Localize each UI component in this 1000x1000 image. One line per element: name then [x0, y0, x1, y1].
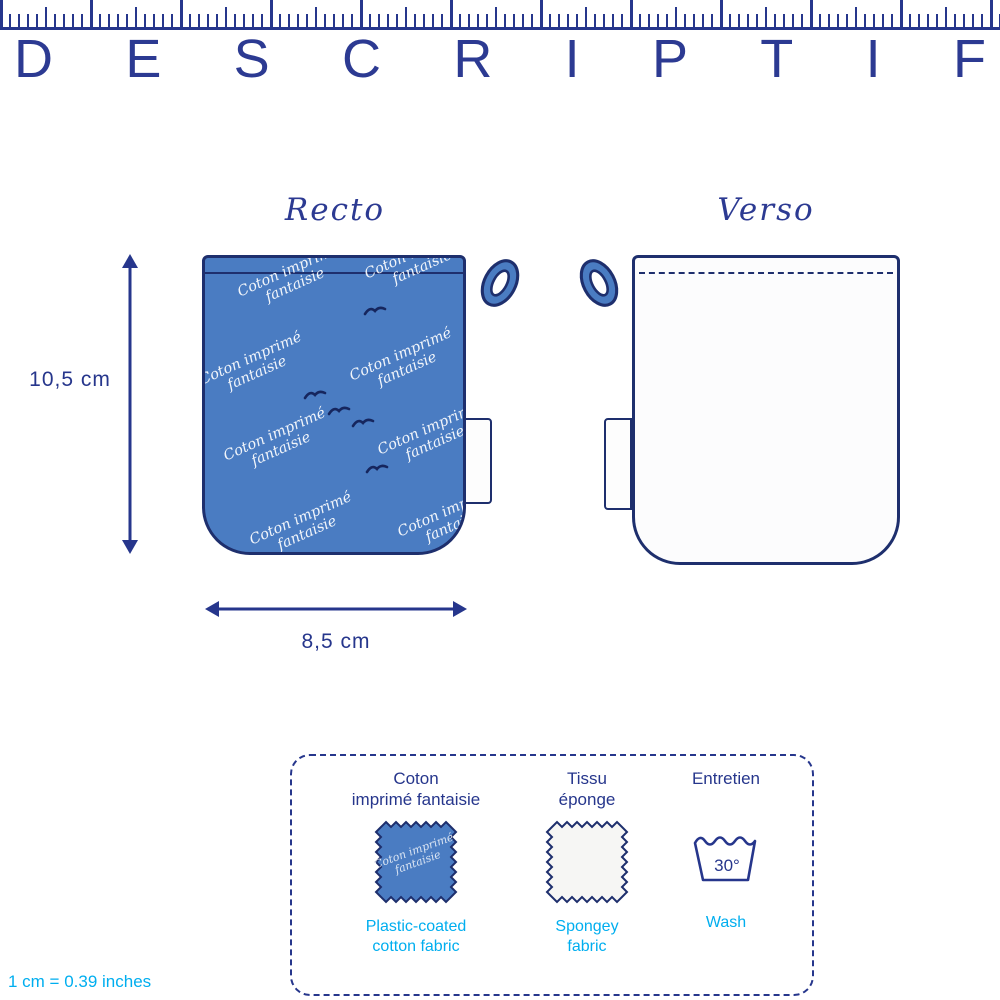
care-title: Entretien: [691, 769, 761, 788]
bird-icon: [365, 464, 389, 474]
page-title: D E S C R I P T I F: [14, 29, 986, 89]
recto-brand-tag: [464, 418, 492, 504]
material-title: Coton imprimé fantaisie: [351, 769, 481, 810]
sponge-swatch-icon: [544, 819, 630, 905]
ruler-large-ticks: [0, 0, 1000, 27]
pattern-text: Coton imprimé fantaisie: [221, 405, 329, 470]
bird-icon: [351, 418, 375, 428]
height-dimension-label: 10,5 cm: [29, 368, 111, 391]
wash-30-icon: 30°: [690, 828, 762, 893]
bird-icon: [363, 306, 387, 316]
materials-info-box: Coton imprimé fantaisie Coton imprimé fa…: [290, 754, 814, 996]
pattern-text: Coton imprimé fantaisie: [347, 325, 455, 390]
ruler-graphic: [0, 0, 1000, 30]
care-column: Entretien 30° Wash: [658, 768, 794, 933]
title-letter: E: [125, 29, 162, 89]
recto-mitt: Coton imprimé fantaisie Coton imprimé fa…: [202, 255, 466, 555]
title-letter: R: [453, 29, 493, 89]
material-column-cotton: Coton imprimé fantaisie Coton imprimé fa…: [320, 768, 512, 957]
verso-brand-tag: [604, 418, 632, 510]
title-letter: I: [865, 29, 881, 89]
care-caption: Wash: [705, 914, 747, 931]
bird-icon: [303, 390, 327, 400]
title-letter: I: [564, 29, 580, 89]
pattern-text: Coton imprimé fantaisie: [202, 329, 305, 394]
width-dimension-arrow: [205, 601, 467, 617]
recto-hanging-loop-icon: [480, 259, 520, 307]
material-caption: Plastic-coated cotton fabric: [365, 917, 467, 955]
pattern-text: Coton imprimé fantaisie: [362, 255, 463, 288]
wash-temperature-label: 30°: [714, 856, 740, 875]
pattern-text: Coton imprimé fantaisie: [395, 481, 466, 546]
title-letter: D: [14, 29, 53, 89]
verso-label: Verso: [717, 192, 815, 228]
material-caption: Spongey fabric: [555, 917, 619, 955]
title-letter: T: [760, 29, 794, 89]
width-dimension-label: 8,5 cm: [301, 630, 371, 653]
recto-label: Recto: [284, 192, 386, 228]
cotton-swatch-icon: Coton imprimé fantaisie: [372, 819, 459, 905]
pattern-text: Coton imprimé fantaisie: [235, 255, 343, 306]
verso-stitch-line: [639, 272, 893, 274]
material-column-sponge: Tissu éponge Spongey fabric: [520, 768, 654, 957]
verso-mitt: [632, 255, 900, 565]
height-dimension-arrow: [122, 254, 138, 554]
title-letter: S: [233, 29, 270, 89]
pattern-text: Coton imprimé fantaisie: [247, 489, 355, 554]
bird-icon: [327, 406, 351, 416]
verso-hanging-loop-icon: [579, 259, 619, 307]
title-letter: F: [952, 29, 986, 89]
title-letter: P: [651, 29, 688, 89]
recto-stitch-line: [205, 272, 463, 274]
material-title: Tissu éponge: [558, 769, 616, 810]
unit-conversion-note: 1 cm = 0.39 inches: [8, 972, 152, 991]
title-letter: C: [342, 29, 381, 89]
